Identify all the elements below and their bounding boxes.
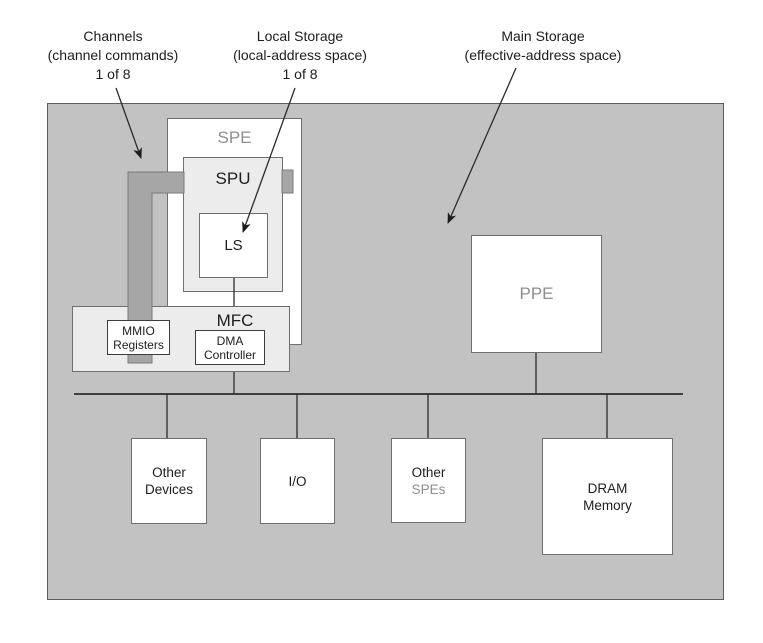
dram-memory-box: DRAM Memory — [542, 438, 673, 555]
mmio-registers-line2: Registers — [113, 337, 164, 352]
main-storage-annotation-line1: Main Storage — [501, 28, 585, 44]
other-devices-line2: Devices — [144, 482, 193, 497]
dram-memory-line2: Memory — [583, 497, 632, 513]
dma-controller-line2: Controller — [203, 347, 257, 362]
channels-annotation: Channels (channel commands) 1 of 8 — [33, 27, 193, 84]
other-devices-box: Other Devices — [131, 438, 207, 524]
spu-label: SPU — [215, 169, 251, 188]
dram-memory-line1: DRAM — [587, 480, 628, 496]
mmio-registers-box: MMIO Registers — [107, 320, 170, 355]
io-box: I/O — [260, 438, 335, 524]
mfc-label: MFC — [216, 311, 254, 330]
local-storage-annotation: Local Storage (local-address space) 1 of… — [220, 27, 380, 84]
other-spes-line2: SPEs — [411, 481, 446, 497]
spe-label: SPE — [217, 128, 252, 147]
local-storage-annotation-line3: 1 of 8 — [282, 66, 318, 82]
local-storage-annotation-line2: (local-address space) — [233, 47, 367, 63]
other-spes-box: Other SPEs — [391, 438, 466, 523]
other-spes-line1: Other — [411, 464, 446, 480]
mmio-registers-line1: MMIO — [122, 323, 155, 338]
channels-annotation-line1: Channels — [83, 28, 143, 44]
ppe-box: PPE — [471, 235, 602, 353]
dma-controller-line1: DMA — [216, 333, 244, 348]
main-storage-annotation-line2: (effective-address space) — [464, 47, 622, 63]
other-devices-line1: Other — [152, 465, 186, 480]
channels-annotation-line2: (channel commands) — [47, 47, 179, 63]
channels-annotation-line3: 1 of 8 — [95, 66, 131, 82]
main-storage-annotation: Main Storage (effective-address space) — [455, 27, 631, 65]
ls-box: LS — [199, 213, 268, 278]
local-storage-annotation-line1: Local Storage — [256, 28, 344, 44]
dma-controller-box: DMA Controller — [195, 330, 265, 365]
